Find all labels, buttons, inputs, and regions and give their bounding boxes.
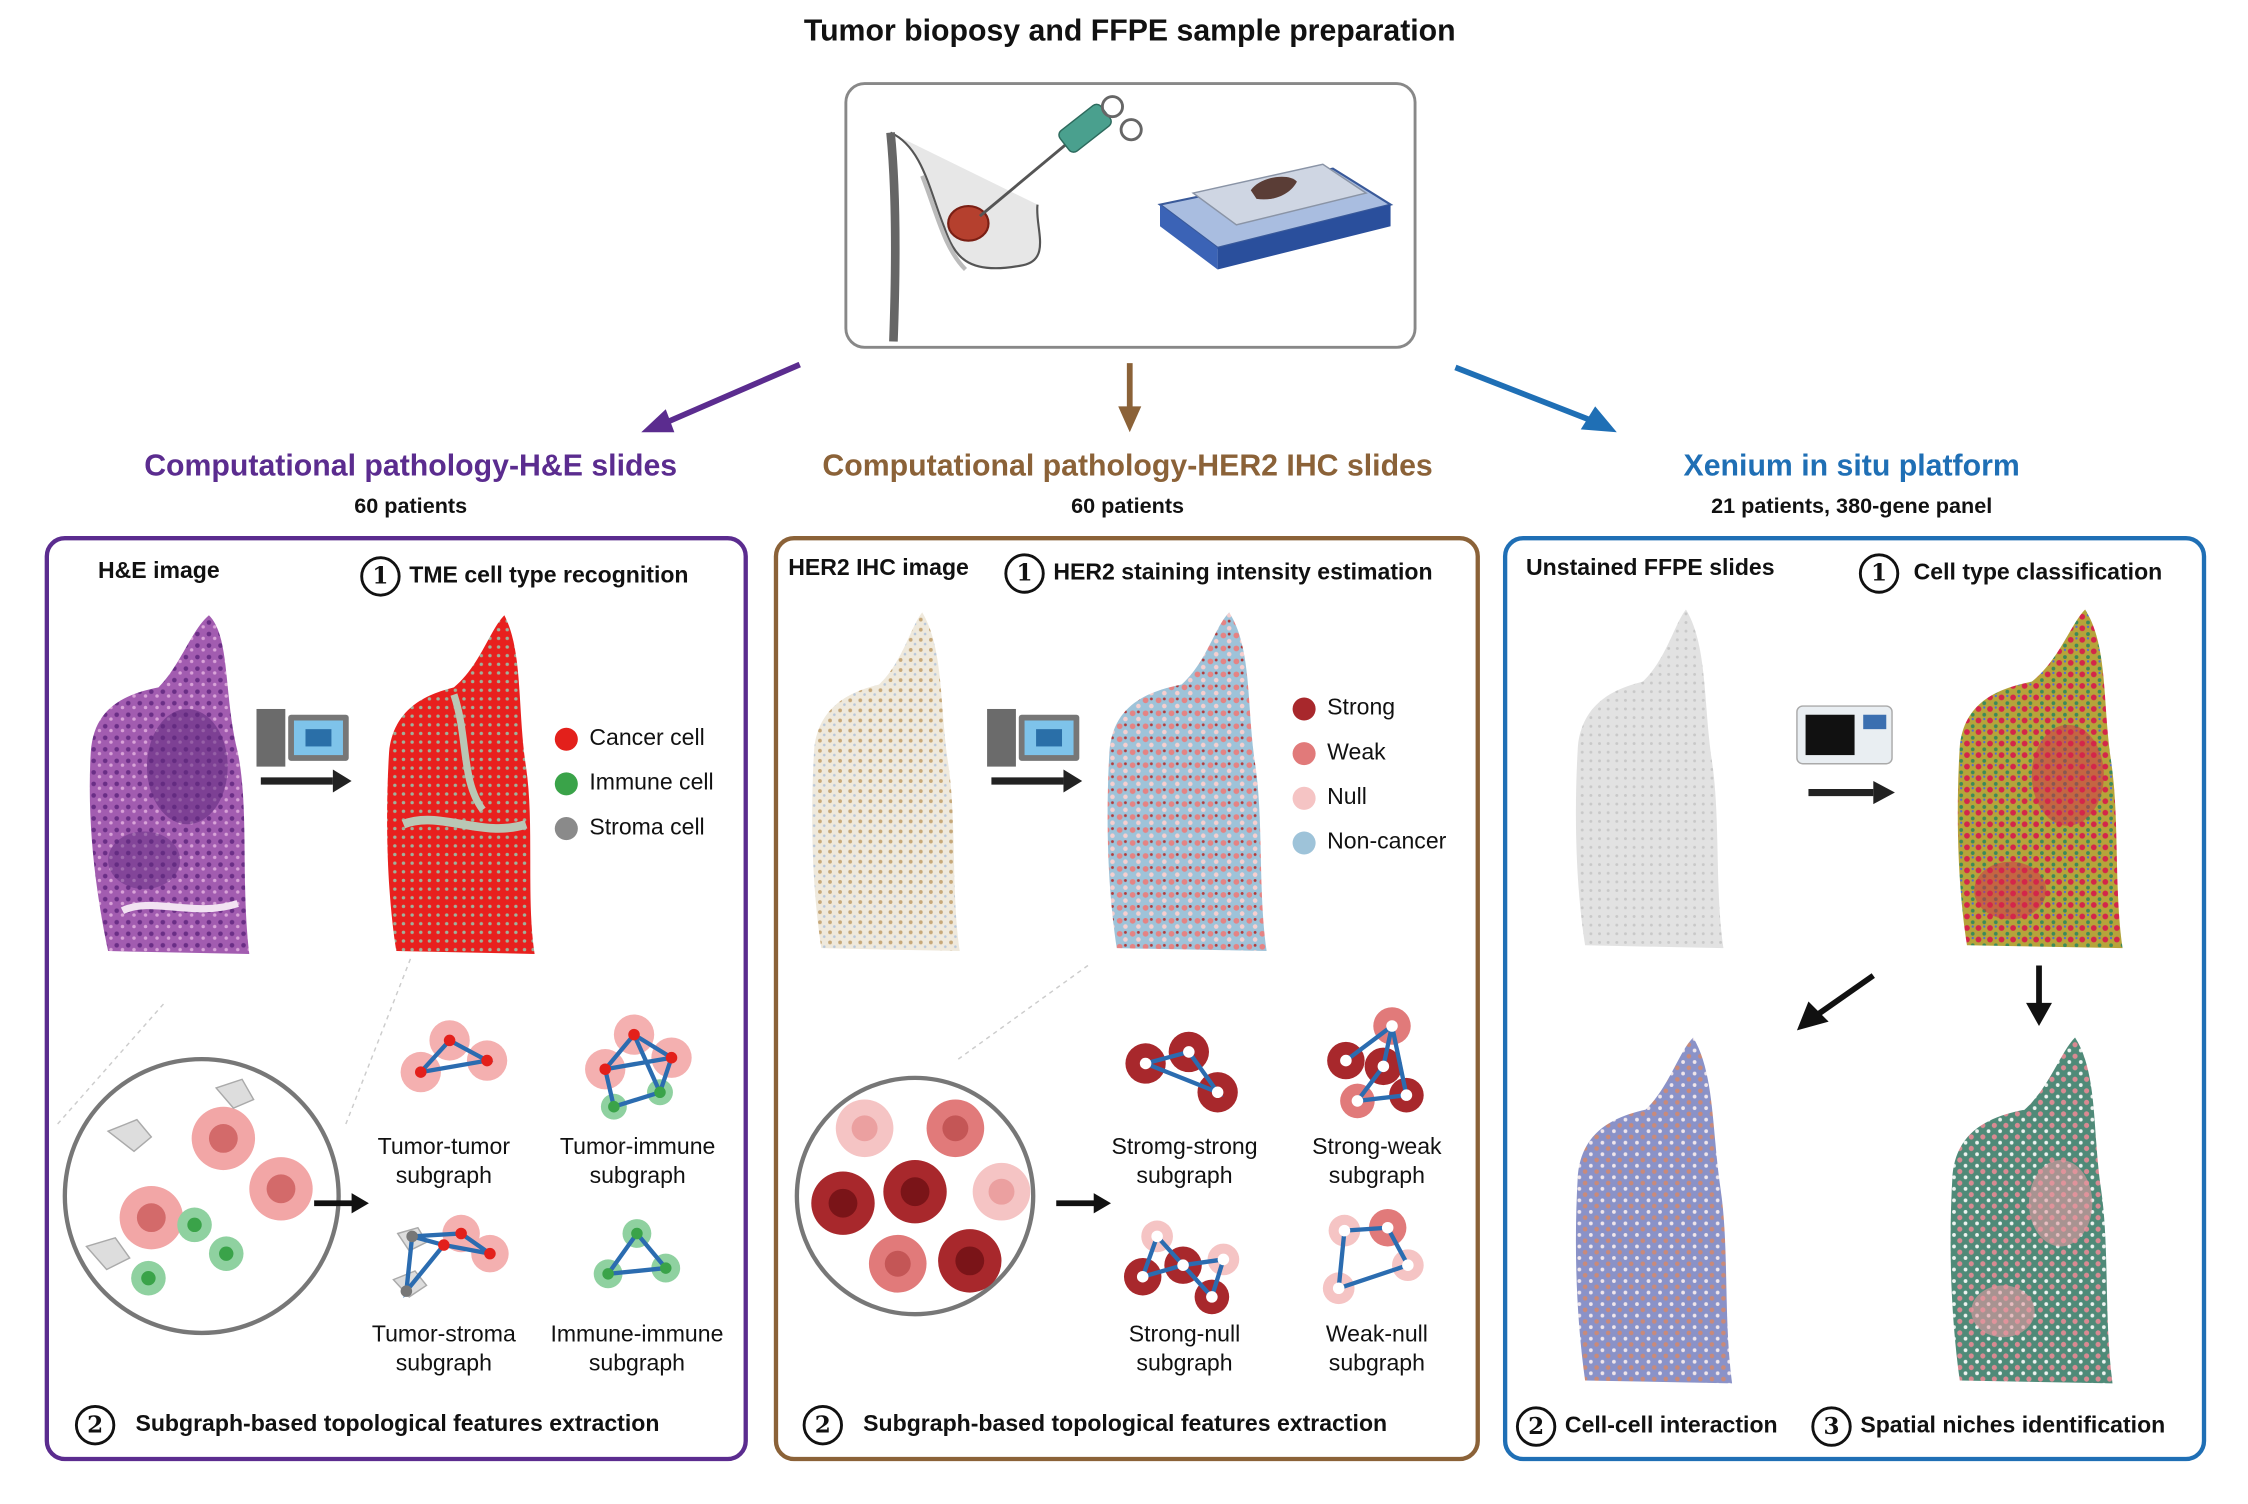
xenium-step2-label: Cell-cell interaction xyxy=(1564,1413,1778,1439)
ffpe-block xyxy=(1157,163,1394,270)
ihc-section-title: Computational pathology-HER2 IHC slides xyxy=(822,449,1433,483)
ihc-panel xyxy=(773,536,1480,1462)
xenium-step3-label: Spatial niches identification xyxy=(1860,1413,2166,1439)
he-tissue-image xyxy=(89,615,250,954)
cell-cell-interaction-map xyxy=(1575,1037,1733,1384)
he-section-subtitle: 60 patients xyxy=(354,494,468,519)
ihc-intensity-map xyxy=(1107,612,1267,952)
computer-icon xyxy=(256,708,352,793)
ihc-zoom-circle xyxy=(794,964,1089,1317)
legend-item-stroma-cell: Stroma cell xyxy=(554,806,714,851)
ihc-subgraph-strong-null xyxy=(1123,1220,1240,1315)
he-subgraph-tumor-tumor xyxy=(400,1020,508,1093)
xenium-step2: 2 Cell-cell interaction xyxy=(1515,1406,1778,1447)
spatial-niches-map xyxy=(1950,1037,2113,1384)
he-zoom-circle xyxy=(57,958,412,1336)
ihc-subgraph-weak-null xyxy=(1322,1208,1424,1305)
ihc-legend: Strong Weak Null Non-cancer xyxy=(1292,686,1447,865)
xenium-cell-type-map xyxy=(1957,609,2123,949)
he-cell-map xyxy=(387,615,535,954)
xenium-arrow-diagonal xyxy=(1796,973,1875,1031)
step-number-badge: 2 xyxy=(1515,1406,1557,1447)
ihc-step1-label: HER2 staining intensity estimation xyxy=(1053,560,1433,586)
arrow-to-he xyxy=(641,361,801,433)
step-number-badge: 3 xyxy=(1811,1406,1852,1447)
xenium-image-label: Unstained FFPE slides xyxy=(1526,556,1775,581)
main-title: Tumor bioposy and FFPE sample preparatio… xyxy=(803,14,1456,48)
ihc-step2: 2 Subgraph-based topological features ext… xyxy=(802,1404,1388,1446)
computer-icon xyxy=(987,708,1083,793)
ihc-subgraph-strong-weak xyxy=(1327,1007,1424,1119)
he-section-title: Computational pathology-H&E slides xyxy=(144,449,678,483)
ihc-image-label: HER2 IHC image xyxy=(788,556,969,581)
he-panel xyxy=(44,536,748,1462)
legend-item-null: Null xyxy=(1292,775,1447,820)
step-number-badge: 1 xyxy=(1004,553,1045,594)
ihc-section-subtitle: 60 patients xyxy=(1071,494,1185,519)
legend-item-strong: Strong xyxy=(1292,686,1447,731)
he-legend: Cancer cell Immune cell Stroma cell xyxy=(554,716,714,851)
legend-item-non-cancer: Non-cancer xyxy=(1292,820,1446,865)
ihc-tissue-image xyxy=(812,612,960,952)
xenium-step1: 1 Cell type classification xyxy=(1858,553,2163,594)
xenium-arrow-down xyxy=(2026,965,2052,1026)
he-step2-label: Subgraph-based topological features extr… xyxy=(135,1412,660,1438)
step-number-badge: 2 xyxy=(802,1404,843,1446)
he-step1: 1 TME cell type recognition xyxy=(360,556,689,597)
unstained-slide-image xyxy=(1575,609,1724,949)
he-step2-arrow xyxy=(314,1193,369,1214)
step-number-badge: 1 xyxy=(1858,553,1900,594)
step-number-badge: 2 xyxy=(74,1404,116,1446)
breast-biopsy-illustration xyxy=(886,95,1394,342)
legend-item-cancer-cell: Cancer cell xyxy=(554,716,714,761)
he-subgraph-immune-immune xyxy=(593,1219,681,1289)
xenium-section-subtitle: 21 patients, 380-gene panel xyxy=(1711,494,1993,519)
arrow-to-xenium xyxy=(1454,364,1617,433)
ihc-step2-label: Subgraph-based topological features extr… xyxy=(863,1412,1388,1438)
biopsy-illustration-box xyxy=(844,82,1417,349)
xenium-panel xyxy=(1502,536,2207,1462)
xenium-step3: 3 Spatial niches identification xyxy=(1811,1406,2166,1447)
ihc-step1: 1 HER2 staining intensity estimation xyxy=(1004,553,1433,594)
arrow-to-ihc xyxy=(1118,363,1142,433)
xenium-step1-label: Cell type classification xyxy=(1913,560,2163,586)
xenium-instrument-icon xyxy=(1796,705,1895,805)
he-step2: 2 Subgraph-based topological features ext… xyxy=(74,1404,660,1446)
he-image-label: H&E image xyxy=(97,559,220,584)
he-subgraph-tumor-stroma xyxy=(392,1214,509,1299)
ihc-subgraph-strong-strong xyxy=(1125,1031,1238,1113)
xenium-section-title: Xenium in situ platform xyxy=(1683,449,2020,483)
legend-item-weak: Weak xyxy=(1292,731,1447,776)
step-number-badge: 1 xyxy=(360,556,401,597)
ihc-step2-arrow xyxy=(1056,1193,1112,1214)
he-step1-label: TME cell type recognition xyxy=(409,563,689,589)
legend-item-immune-cell: Immune cell xyxy=(554,761,714,806)
he-subgraph-tumor-immune xyxy=(585,1014,692,1120)
